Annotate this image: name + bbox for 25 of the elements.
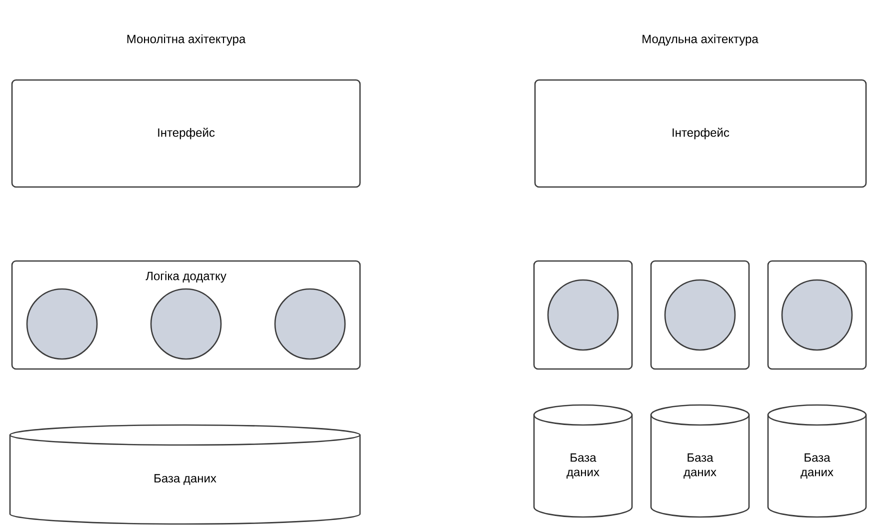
label-text: База даних <box>684 453 716 479</box>
component-circle <box>781 279 853 351</box>
label-text: Інтерфейс <box>158 128 215 140</box>
section-heading: Монолітна ахітектура <box>127 34 246 46</box>
label-text: База даних <box>800 453 834 479</box>
module-box <box>767 260 867 370</box>
component-circle <box>547 279 619 351</box>
database-cylinder <box>9 424 361 525</box>
label-text: Логіка додатку <box>146 271 226 283</box>
component-circle <box>664 279 736 351</box>
database-cylinder <box>533 404 633 518</box>
component-circle <box>150 288 222 360</box>
component-circle <box>26 288 98 360</box>
layer-box <box>534 79 867 188</box>
section-heading: Модульна ахітектура <box>642 34 758 46</box>
label-text: Інтерфейс <box>672 128 730 140</box>
module-box <box>650 260 750 370</box>
layer-box <box>11 260 361 370</box>
layer-box <box>11 79 361 188</box>
database-cylinder <box>767 404 867 518</box>
label-text: База даних <box>154 474 216 485</box>
module-box <box>533 260 633 370</box>
database-cylinder <box>650 404 750 518</box>
label-text: База даних <box>566 453 600 479</box>
component-circle <box>274 288 346 360</box>
